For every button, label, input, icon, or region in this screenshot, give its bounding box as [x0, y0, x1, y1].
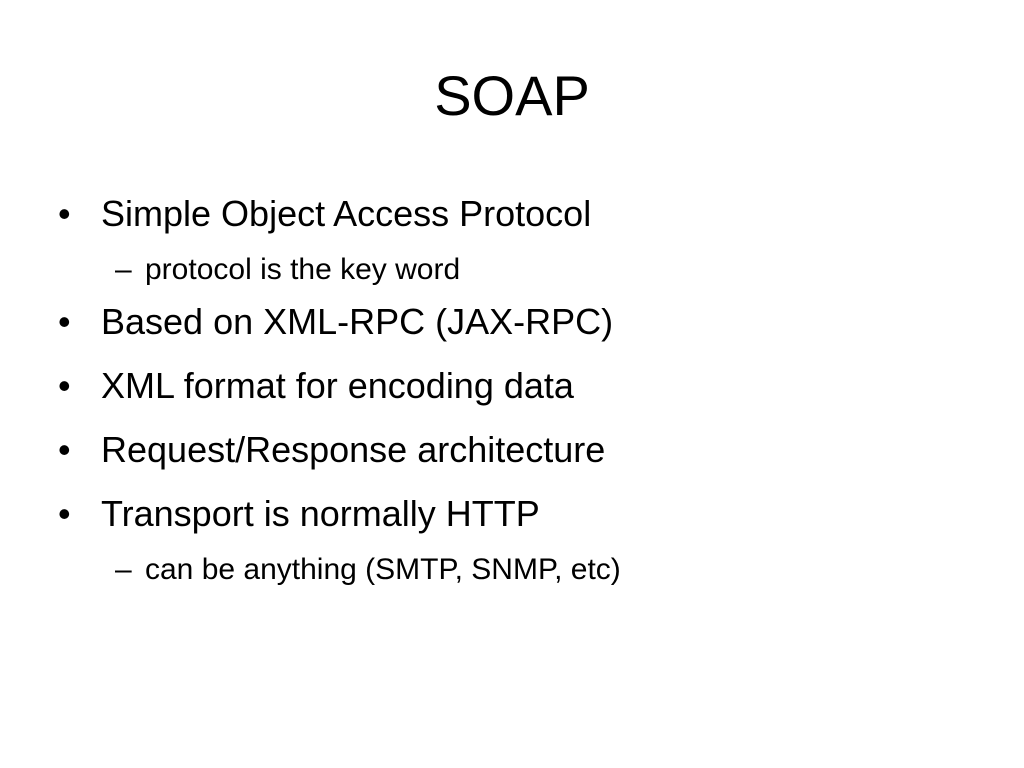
sub-bullet-list: – can be anything (SMTP, SNMP, etc): [58, 550, 998, 590]
sub-bullet-list: – protocol is the key word: [58, 250, 998, 290]
bullet-marker: •: [58, 429, 71, 470]
sub-bullet-item: – protocol is the key word: [58, 250, 998, 290]
bullet-item: • Transport is normally HTTP: [58, 488, 998, 540]
bullet-marker: •: [58, 193, 71, 234]
bullet-text: XML format for encoding data: [101, 365, 574, 406]
bullet-text: Simple Object Access Protocol: [101, 193, 592, 234]
bullet-item: • Based on XML-RPC (JAX-RPC): [58, 296, 998, 348]
sub-bullet-marker: –: [115, 253, 132, 286]
bullet-list: • Simple Object Access Protocol – protoc…: [58, 188, 998, 596]
bullet-marker: •: [58, 365, 71, 406]
sub-bullet-text: can be anything (SMTP, SNMP, etc): [145, 553, 621, 586]
sub-bullet-marker: –: [115, 553, 132, 586]
bullet-item: • XML format for encoding data: [58, 360, 998, 412]
bullet-marker: •: [58, 493, 71, 534]
bullet-text: Transport is normally HTTP: [101, 493, 540, 534]
bullet-item: • Request/Response architecture: [58, 424, 998, 476]
sub-bullet-text: protocol is the key word: [145, 253, 461, 286]
bullet-text: Based on XML-RPC (JAX-RPC): [101, 301, 614, 342]
bullet-item: • Simple Object Access Protocol: [58, 188, 998, 240]
bullet-text: Request/Response architecture: [101, 429, 606, 470]
sub-bullet-item: – can be anything (SMTP, SNMP, etc): [58, 550, 998, 590]
slide-title: SOAP: [434, 64, 590, 127]
bullet-marker: •: [58, 301, 71, 342]
